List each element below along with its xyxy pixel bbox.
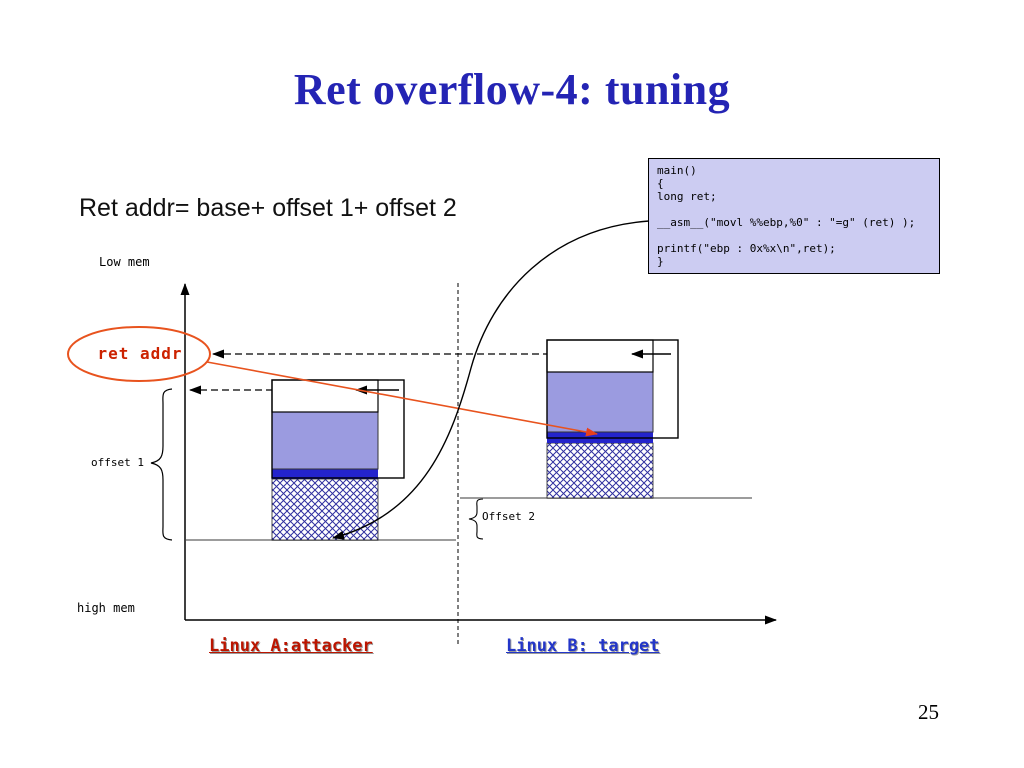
target-overflow-region <box>546 442 654 499</box>
offset-2-label: Offset 2 <box>482 510 535 523</box>
code-line: } <box>657 255 664 268</box>
attacker-ret-band <box>272 469 378 479</box>
code-line: { <box>657 177 664 190</box>
formula-text: Ret addr= base+ offset 1+ offset 2 <box>79 194 457 222</box>
page-number: 25 <box>918 700 939 724</box>
slide-title: Ret overflow-4: tuning <box>293 65 731 114</box>
attacker-stack <box>271 379 405 541</box>
offset-1-label: offset 1 <box>91 456 144 469</box>
code-box: main() { long ret; __asm__("movl %%ebp,%… <box>648 158 940 274</box>
attacker-buffer <box>271 411 379 470</box>
ret-addr-pointer-line <box>206 361 598 437</box>
high-mem-label: high mem <box>77 601 135 615</box>
ret-addr-label: ret addr <box>97 344 183 363</box>
offset-2-brace <box>468 498 484 540</box>
code-line: main() <box>657 164 697 177</box>
low-mem-label: Low mem <box>99 255 150 269</box>
attacker-outer-box <box>271 379 405 479</box>
linux-a-caption: Linux A:attacker <box>209 636 373 656</box>
target-buffer <box>546 371 654 433</box>
target-stack <box>546 339 679 499</box>
attacker-stack-top <box>271 379 379 413</box>
linux-b-caption: Linux B: target <box>506 636 660 656</box>
target-outer-box <box>546 339 679 439</box>
code-line: printf("ebp : 0x%x\n",ret); <box>657 242 836 255</box>
ret-addr-ellipse <box>67 326 211 382</box>
attacker-overflow-region <box>271 478 379 541</box>
offset-1-brace <box>150 388 173 541</box>
code-to-stack-arrow <box>332 220 650 540</box>
code-line: __asm__("movl %%ebp,%0" : "=g" (ret) ); <box>657 216 916 229</box>
target-stack-top <box>546 339 654 373</box>
code-line: long ret; <box>657 190 717 203</box>
